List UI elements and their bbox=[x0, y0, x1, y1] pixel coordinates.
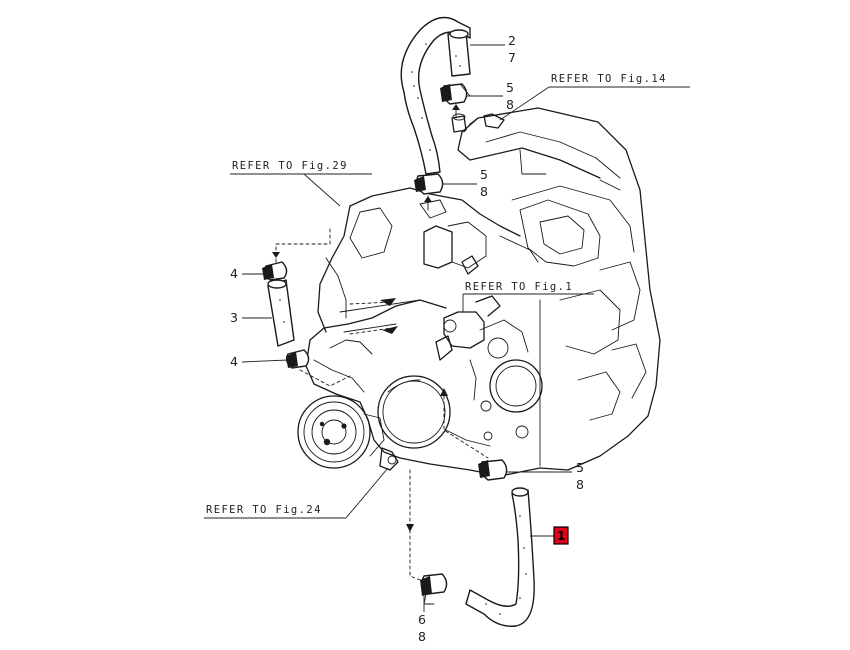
hose-clamp-left-top[interactable] bbox=[262, 261, 288, 281]
callout-7[interactable]: 7 bbox=[508, 50, 516, 65]
callout-8-mid[interactable]: 8 bbox=[480, 184, 488, 199]
selected-part-marker[interactable] bbox=[553, 526, 569, 545]
callout-6[interactable]: 6 bbox=[418, 612, 426, 627]
lower-hose-selected[interactable] bbox=[465, 487, 535, 627]
upper-radiator-hose[interactable] bbox=[400, 16, 471, 175]
callout-8-bottom[interactable]: 8 bbox=[418, 629, 426, 644]
engine-block bbox=[305, 107, 661, 477]
part-callouts: 2 7 5 8 5 8 4 3 4 5 8 1 6 8 bbox=[230, 33, 584, 644]
callout-5-mid[interactable]: 5 bbox=[480, 167, 488, 182]
crankshaft-pulley bbox=[297, 395, 399, 471]
callout-8-top[interactable]: 8 bbox=[506, 97, 514, 112]
reference-callouts: REFER TO Fig.14 REFER TO Fig.29 REFER TO… bbox=[204, 73, 690, 519]
callout-4-top[interactable]: 4 bbox=[230, 266, 238, 281]
callout-5-lower[interactable]: 5 bbox=[576, 460, 584, 475]
hose-clamp-top[interactable] bbox=[440, 83, 471, 105]
bypass-hose[interactable] bbox=[267, 279, 295, 347]
hose-clamp-middle[interactable] bbox=[414, 173, 444, 195]
callout-5-top[interactable]: 5 bbox=[506, 80, 514, 95]
outlet-fitting-top bbox=[451, 113, 505, 133]
callout-2[interactable]: 2 bbox=[508, 33, 516, 48]
refer-fig-1[interactable]: REFER TO Fig.1 bbox=[465, 281, 573, 293]
refer-fig-29[interactable]: REFER TO Fig.29 bbox=[232, 160, 348, 172]
callout-8-lower[interactable]: 8 bbox=[576, 477, 584, 492]
hose-clamp-lower[interactable] bbox=[478, 459, 508, 481]
refer-fig-14[interactable]: REFER TO Fig.14 bbox=[551, 73, 667, 85]
refer-fig-24[interactable]: REFER TO Fig.24 bbox=[206, 504, 322, 516]
hose-clamp-left-bottom[interactable] bbox=[285, 349, 310, 369]
hose-clamp-bottom[interactable] bbox=[420, 573, 448, 605]
callout-1-selected[interactable]: 1 bbox=[557, 529, 565, 543]
hose-texture bbox=[411, 43, 461, 151]
callout-3[interactable]: 3 bbox=[230, 310, 238, 325]
hose-texture bbox=[485, 515, 527, 615]
flow-arrows bbox=[272, 104, 489, 581]
callout-4-bottom[interactable]: 4 bbox=[230, 354, 238, 369]
